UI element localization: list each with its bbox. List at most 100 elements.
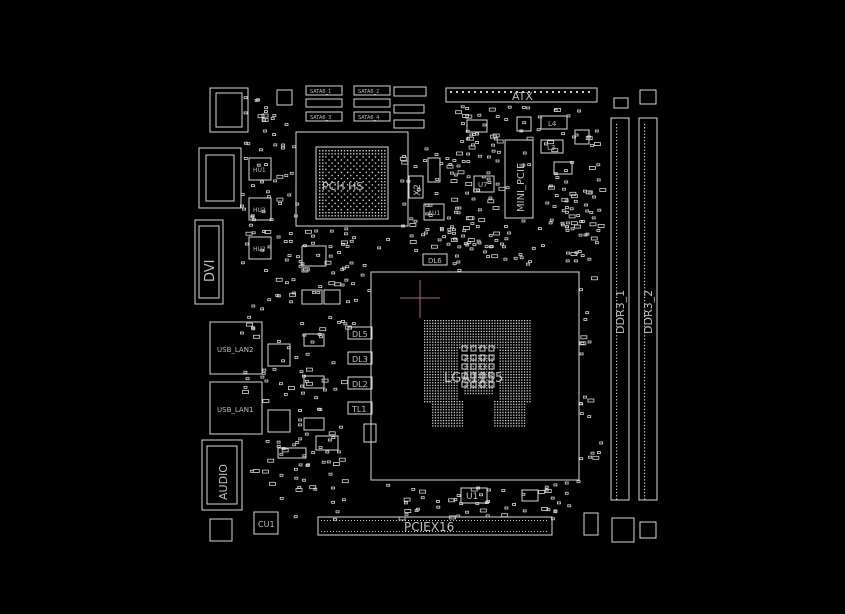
x2-crystal[interactable]: X2 <box>408 175 424 199</box>
lga-pad <box>432 322 434 324</box>
small-chip-a[interactable] <box>209 518 233 542</box>
lga-pad <box>461 322 464 324</box>
cu1-chip[interactable]: CU1 <box>253 511 279 535</box>
hu1-chip[interactable]: HU1 <box>248 157 272 181</box>
cap-d[interactable] <box>516 116 532 132</box>
corner-part-tr[interactable] <box>639 89 657 105</box>
lga-pad <box>483 344 485 346</box>
smd <box>565 228 570 232</box>
dl6-part[interactable]: DL6 <box>422 253 448 266</box>
smd <box>377 246 382 250</box>
pch-ball <box>384 153 386 155</box>
smd <box>460 105 465 109</box>
chip-bottom-r[interactable] <box>583 512 599 536</box>
chip-sq-1[interactable] <box>267 343 291 367</box>
lga-pad <box>488 379 491 381</box>
dl5-part[interactable]: DL5 <box>347 326 373 340</box>
lga-pad <box>518 338 520 341</box>
lga-pad <box>453 401 455 403</box>
lga-pad <box>461 344 464 346</box>
dl2-part[interactable]: DL2 <box>347 376 373 390</box>
lga-pad <box>448 398 450 400</box>
chip-bottom-rr[interactable] <box>611 517 635 543</box>
lga-pad <box>510 376 512 378</box>
lga-pad <box>494 333 496 335</box>
mini-pcie-slot[interactable]: MINI_PCIE <box>504 139 534 219</box>
pch-ball <box>319 177 321 180</box>
lga-pad <box>424 376 426 378</box>
atx-pin <box>528 91 530 93</box>
pch-ball <box>343 193 346 195</box>
pch-ball <box>340 212 343 214</box>
pch-ball <box>337 212 339 214</box>
mosfet-1[interactable] <box>303 333 325 347</box>
lga-pad <box>510 333 512 335</box>
small-part-x[interactable] <box>427 157 441 183</box>
ddr-pin <box>616 408 618 410</box>
l3-inductor[interactable]: L3 <box>540 139 564 154</box>
pch-ball <box>343 205 346 208</box>
lga-pad <box>456 390 458 392</box>
chip-sq-8[interactable] <box>277 447 307 459</box>
vga-connector[interactable] <box>198 147 242 209</box>
lga-pad <box>437 401 439 403</box>
smd <box>243 141 248 145</box>
lga-pad <box>529 333 531 335</box>
sata-connectors[interactable]: SATA6_1 SATA6_2 SATA6_3 SATA6_4 <box>305 85 427 129</box>
smd <box>268 481 276 486</box>
lga-pad <box>432 328 434 330</box>
small-chip-b[interactable] <box>276 89 293 106</box>
lga-pad <box>451 344 453 346</box>
smd <box>505 186 510 190</box>
lga-pad <box>456 347 458 349</box>
smd <box>349 239 354 243</box>
audio-connector[interactable]: AUDIO <box>201 439 243 511</box>
cap-a[interactable] <box>466 119 488 133</box>
pch-ball <box>334 208 336 211</box>
chip-sq-4[interactable] <box>301 289 323 305</box>
ps2-connector[interactable] <box>209 87 249 133</box>
atx-connector[interactable]: ATX <box>445 87 598 103</box>
pch-ball <box>365 190 367 192</box>
usb-lan1-connector[interactable]: USB_LAN1 <box>209 381 263 435</box>
lga-pad <box>529 360 531 362</box>
usb-lan2-connector[interactable]: USB_LAN2 <box>209 321 263 375</box>
lga-pad <box>502 417 504 419</box>
corner-part-tr2[interactable] <box>613 97 629 109</box>
corner-part-br[interactable] <box>639 521 657 539</box>
pch-chip[interactable]: PCH HS <box>295 131 409 227</box>
lga-pad <box>442 392 445 395</box>
dvi-connector[interactable]: DVI <box>194 219 224 305</box>
pciex16-slot[interactable]: PCIEX16 <box>317 516 553 536</box>
lga-pad <box>467 320 469 322</box>
chip-sq-7[interactable] <box>315 435 339 451</box>
dl3-part[interactable]: DL3 <box>347 351 373 365</box>
ddr-pin <box>616 402 618 404</box>
lga-pad <box>505 368 507 370</box>
ddr-pin <box>616 392 618 394</box>
mosfet-3[interactable] <box>303 417 325 431</box>
u1-chip[interactable]: U1 <box>460 487 488 504</box>
lga-pad <box>521 395 523 397</box>
tl1-part[interactable]: TL1 <box>347 401 373 415</box>
lga-pad <box>442 338 445 341</box>
chip-sq-6[interactable] <box>363 423 377 443</box>
chip-sq-5[interactable] <box>323 289 341 305</box>
hu3-chip[interactable]: HU3 <box>248 197 272 221</box>
chip-sq-3[interactable] <box>301 245 327 267</box>
pch-ball <box>356 193 358 195</box>
smd <box>472 243 477 246</box>
lga-pad <box>526 379 528 381</box>
ddr3-slot-2[interactable]: DDR3_2 <box>638 117 658 501</box>
cap-b[interactable] <box>553 161 573 175</box>
lga-pad <box>467 379 469 381</box>
chip-sq-2[interactable] <box>267 409 291 433</box>
au1-chip[interactable]: AU1 <box>423 203 445 221</box>
ddr-pin <box>616 293 618 295</box>
cpu-socket[interactable]: LGA1155 <box>370 271 580 481</box>
ddr-pin <box>616 444 618 446</box>
ddr-pin <box>616 220 618 222</box>
ddr3-slot-1[interactable]: DDR3_1 <box>610 117 630 501</box>
lga-pad <box>440 352 442 354</box>
l4-inductor[interactable]: L4 <box>540 115 568 130</box>
